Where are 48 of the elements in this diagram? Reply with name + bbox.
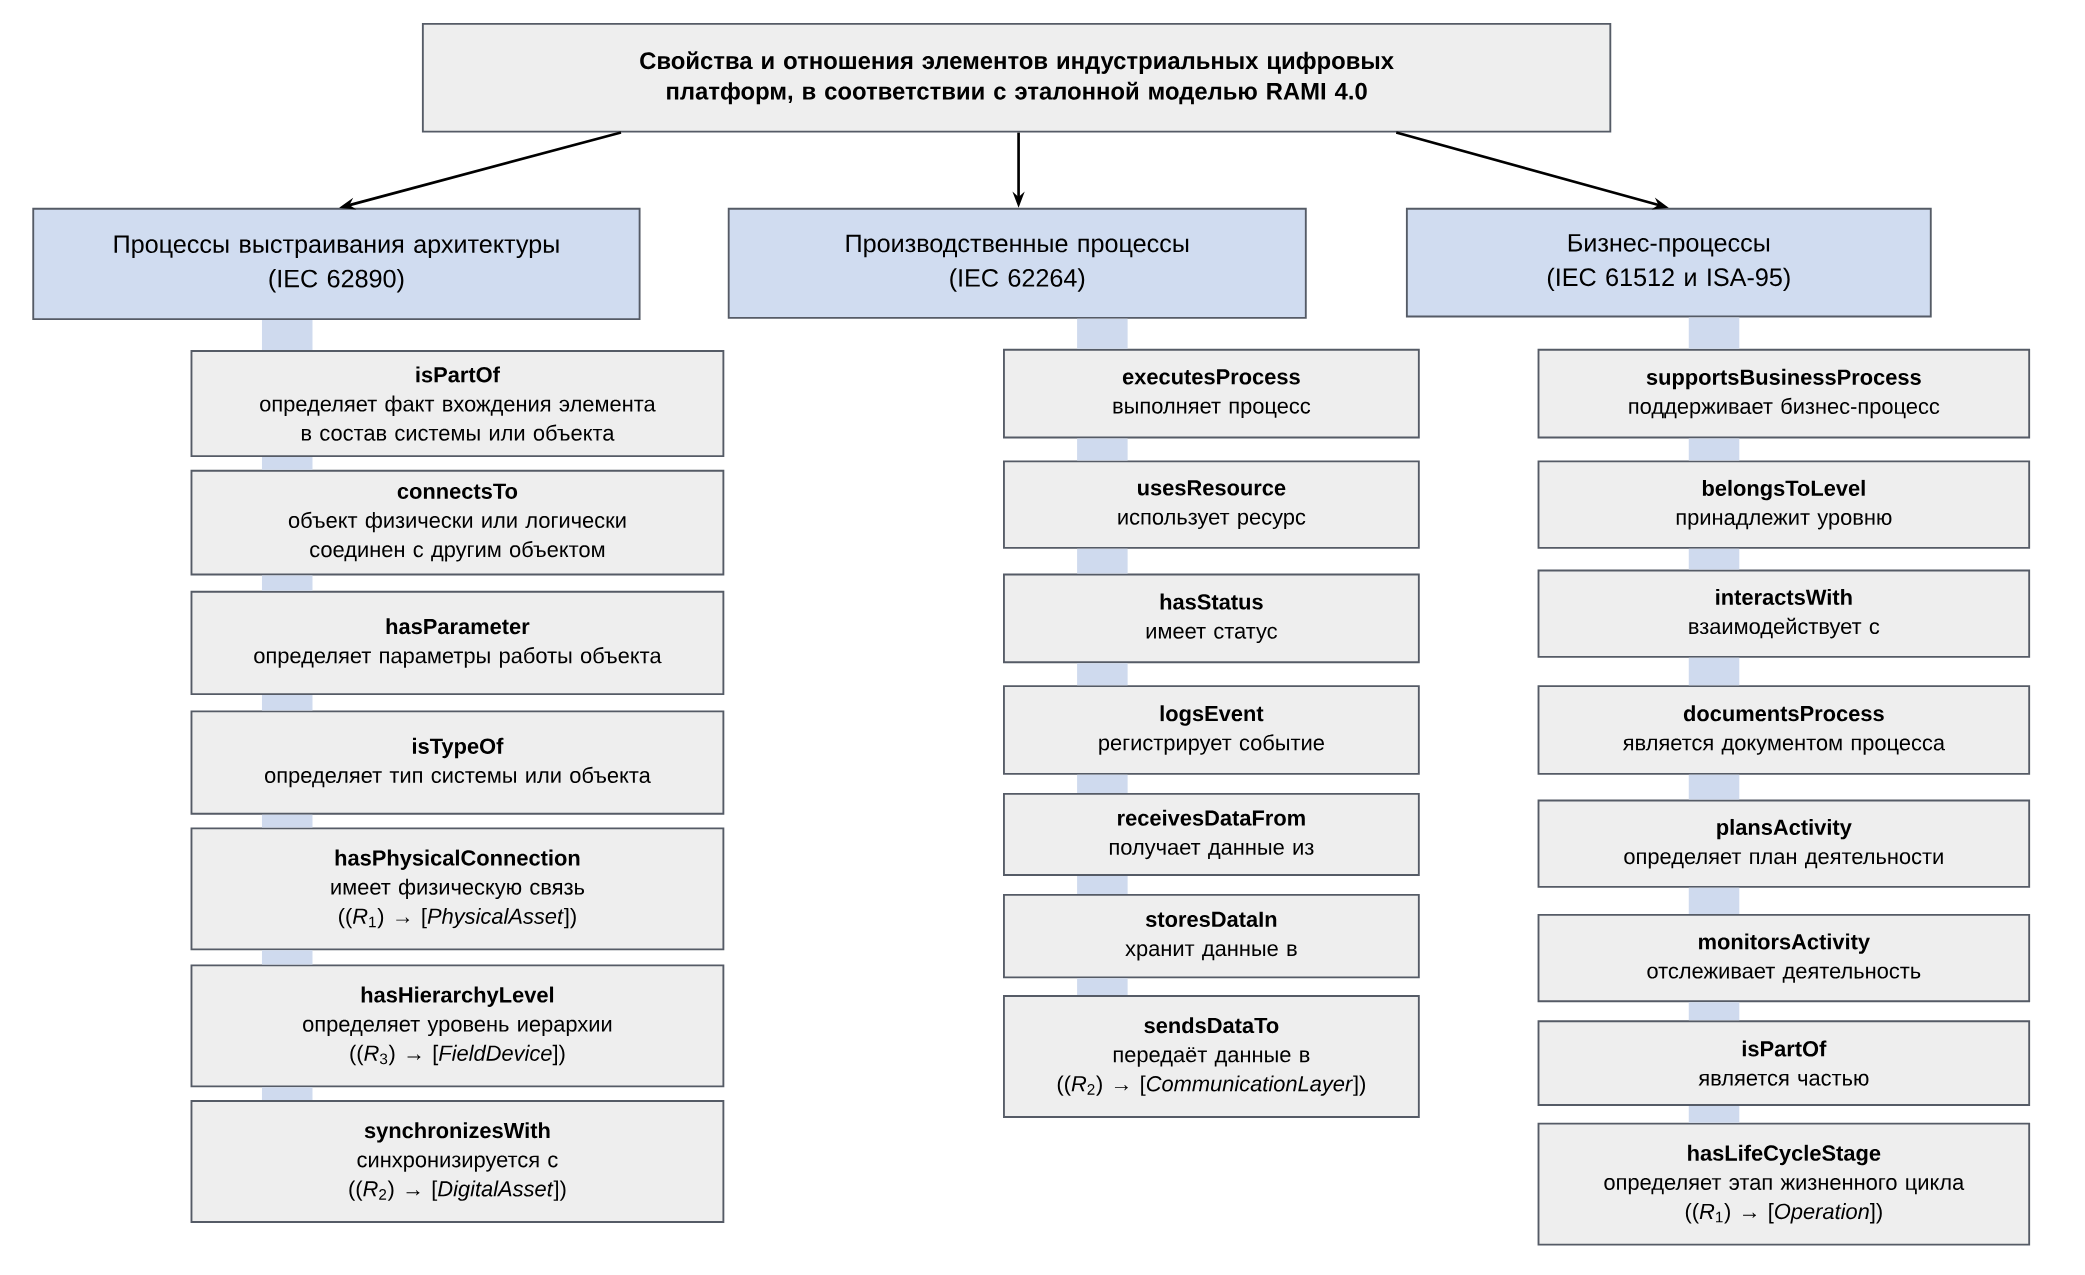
connector-bar — [261, 814, 313, 828]
relation-box: usesResource использует ресурс — [1003, 460, 1420, 549]
connector-bar — [1688, 1002, 1740, 1021]
relation-box: interactsWith взаимодействует с — [1537, 569, 2031, 658]
relation-box: plansActivity определяет план деятельности — [1537, 799, 2031, 888]
relation-box: synchronizesWith синхронизируется с ((R$_{2}$) → [DigitalAsset]) — [190, 1100, 725, 1223]
relation-box: executesProcess выполняет процесс — [1003, 348, 1420, 439]
connector-bar — [1688, 774, 1740, 800]
connector-bar — [1077, 774, 1128, 793]
relation-box: hasHierarchyLevel определяет уровень иерархии ((R$_{3}$) → [FieldDevice]) — [190, 964, 725, 1088]
connector-bar — [1688, 657, 1740, 686]
connector-bar — [1688, 887, 1740, 914]
relation-box: logsEvent регистрирует событие — [1003, 685, 1420, 775]
category-box: Производственные процессы (IEC 62264) — [727, 207, 1307, 319]
connector-bar — [1077, 663, 1128, 686]
relation-box: sendsDataTo передаёт данные в ((R$_{2}$) → [CommunicationLayer]) — [1003, 994, 1420, 1118]
connector-bar — [1688, 1105, 1740, 1123]
relation-box: hasStatus имеет статус — [1003, 573, 1420, 664]
relation-box: hasLifeCycleStage определяет этап жизненного цикла ((R$_{1}$) → [Operation]) — [1537, 1122, 2031, 1246]
title-box: Свойства и отношения элементов индустриальных цифровых платформ, в соответствии с эталонной моделью RAMI 4.0 — [421, 22, 1612, 133]
relation-box: documentsProcess является документом процесса — [1537, 685, 2031, 775]
connector-bar — [261, 320, 313, 351]
connector-bar — [261, 575, 313, 591]
connector-bar — [1688, 438, 1740, 461]
relation-box: hasParameter определяет параметры работы объекта — [190, 590, 725, 695]
relation-box: isPartOf определяет факт вхождения элемента в состав системы или объекта — [190, 350, 725, 457]
connector-bar — [261, 694, 313, 711]
connector-bar — [1688, 548, 1740, 570]
category-box: Процессы выстраивания архитектуры (IEC 62890) — [32, 207, 641, 320]
relation-box: connectsTo объект физически или логически соединен с другим объектом — [190, 469, 725, 576]
connector-bar — [1077, 978, 1128, 995]
connector-bar — [1688, 317, 1740, 349]
relation-box: receivesDataFrom получает данные из — [1003, 792, 1420, 876]
connector-bar — [1077, 318, 1128, 349]
connector-bar — [261, 456, 313, 470]
relation-box: isTypeOf определяет тип системы или объекта — [190, 710, 725, 815]
relation-box: hasPhysicalConnection имеет физическую связь ((R$_{1}$) → [PhysicalAsset]) — [190, 827, 725, 951]
connector-bar — [1077, 875, 1128, 894]
connector-bar — [261, 1087, 313, 1100]
connector-bar — [1077, 548, 1128, 574]
relation-box: isPartOf является частью — [1537, 1020, 2031, 1106]
relation-box: supportsBusinessProcess поддерживает бизнес-процесс — [1537, 348, 2031, 439]
relation-box: monitorsActivity отслеживает деятельность — [1537, 913, 2031, 1003]
relation-box: belongsToLevel принадлежит уровню — [1537, 460, 2031, 549]
category-box: Бизнес-процессы (IEC 61512 и ISA-95) — [1405, 207, 1932, 318]
relation-box: storesDataIn хранит данные в — [1003, 893, 1420, 979]
connector-bar — [1077, 438, 1128, 461]
connector-bar — [261, 950, 313, 965]
